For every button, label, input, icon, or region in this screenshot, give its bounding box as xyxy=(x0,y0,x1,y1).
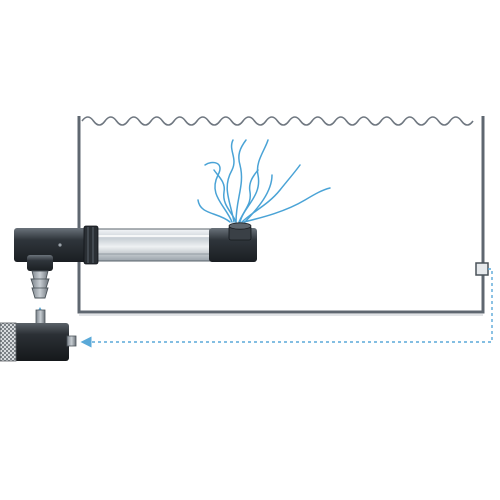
outlet-opening xyxy=(228,222,252,230)
aquarium-tank xyxy=(77,116,485,316)
water-jet-stream xyxy=(239,169,259,223)
water-surface-wave xyxy=(81,116,474,126)
water-jet-stream xyxy=(226,139,235,223)
return-line-path xyxy=(80,268,493,348)
water-jet-stream xyxy=(197,199,231,223)
sterilizer-collar xyxy=(83,225,99,265)
outlet-nozzle xyxy=(27,255,53,299)
uv-sterilizer xyxy=(14,222,257,265)
water-jet-stream xyxy=(235,139,247,223)
sterilizer-left-cap xyxy=(14,228,88,262)
return-line xyxy=(80,268,493,348)
nozzle-icon xyxy=(30,270,50,299)
water-jet-stream xyxy=(243,187,331,223)
inlet-pipe-stub xyxy=(475,262,489,276)
sterilizer-glass-tube xyxy=(95,228,213,262)
cap-screw xyxy=(58,243,62,247)
water-jets xyxy=(197,139,331,223)
pump-side-outlet xyxy=(66,335,77,347)
water-jet-stream xyxy=(238,139,269,223)
pump-grille xyxy=(0,322,17,362)
water-jet-stream xyxy=(244,174,273,223)
inlet-pipe xyxy=(475,262,489,276)
water-jet-stream xyxy=(213,169,237,223)
tank-walls xyxy=(77,116,485,314)
water-pump xyxy=(0,309,77,362)
nozzle-elbow xyxy=(27,255,53,271)
pump-top-nozzle xyxy=(35,309,46,325)
pump-body xyxy=(14,323,69,361)
